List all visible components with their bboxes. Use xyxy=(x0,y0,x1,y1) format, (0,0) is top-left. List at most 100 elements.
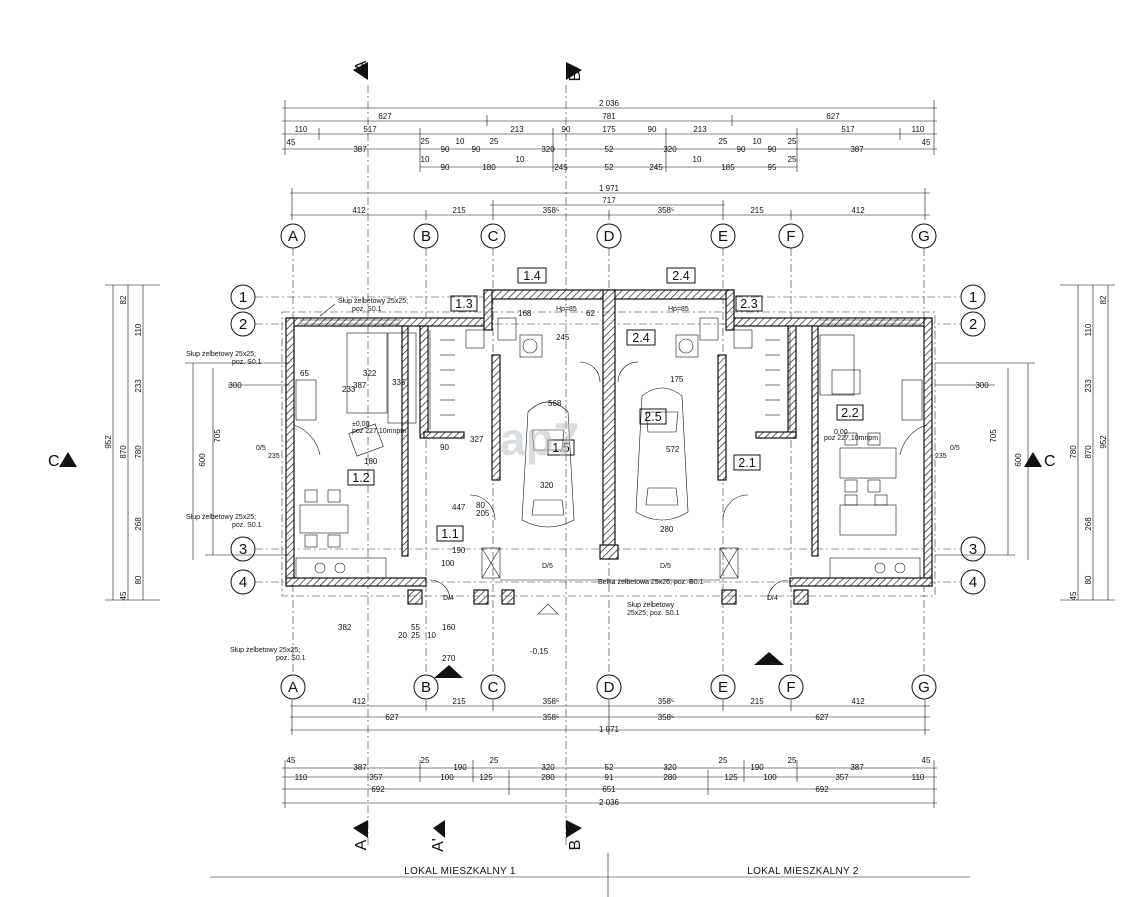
section-a-prime-label: A' xyxy=(430,838,447,852)
grid-col-f-bottom: F xyxy=(786,679,795,696)
right-dim-6: 268 xyxy=(1084,517,1093,531)
grid-row-1-left: 1 xyxy=(239,289,247,306)
left-dim-1: 870 xyxy=(119,445,128,459)
furniture-left xyxy=(295,317,543,579)
dim-top-r4-8: 185 xyxy=(721,163,735,172)
cars xyxy=(521,387,689,528)
furniture-right xyxy=(675,317,923,579)
bottom-r4-7: 125 xyxy=(724,773,738,782)
note-level-minus: -0,15 xyxy=(530,647,549,656)
grid-col-d-top: D xyxy=(604,228,615,245)
misc-dim-27: 10 xyxy=(427,631,436,640)
dim-top-r3-5: 52 xyxy=(605,145,614,154)
note-column-5: Słup żelbetowy xyxy=(627,602,675,609)
misc-dim-1: 322 xyxy=(363,369,377,378)
dim-top-r1-a: 627 xyxy=(378,112,392,121)
grid-col-c-top: C xyxy=(488,228,499,245)
bottom-r4-5: 91 xyxy=(605,773,614,782)
bottom-r4-1: 357 xyxy=(369,773,383,782)
right-dim-5: 233 xyxy=(1084,379,1093,393)
dim-top-r2-11: 10 xyxy=(753,137,762,146)
dim-top-r3-2: 90 xyxy=(441,145,450,154)
room-1-5-label: 1.5 xyxy=(552,441,569,455)
bottom-r3-4: 25 xyxy=(490,756,499,765)
note-column-5b: 25x25; poz. S0.1 xyxy=(627,610,680,617)
misc-dim-8: 327 xyxy=(470,435,484,444)
note-column-2b: poz. S0.1 xyxy=(232,359,262,366)
bottom-r3-9: 190 xyxy=(750,763,764,772)
bottom-r3-6: 52 xyxy=(605,763,614,772)
misc-dim-15: 205 xyxy=(476,509,490,518)
dim-top-r2-14: 110 xyxy=(912,125,925,134)
right-dim-3: 82 xyxy=(1099,295,1108,304)
room-2-4b-label: 2.4 xyxy=(632,331,649,345)
note-floor-2: poz 227,10mnpm xyxy=(824,435,878,442)
room-1-4-label: 1.4 xyxy=(523,269,540,283)
misc-dim-14: 280 xyxy=(660,525,674,534)
bottom-r0-5: 412 xyxy=(851,697,865,706)
note-column-4b: poz. S0.1 xyxy=(276,655,306,662)
dim-top-r2-1: 517 xyxy=(363,125,377,134)
dim-top-r1-b: 781 xyxy=(602,112,616,121)
misc-dim-6: 180 xyxy=(364,457,378,466)
room-1-1-label: 1.1 xyxy=(441,527,458,541)
room-2-1-label: 2.1 xyxy=(738,456,755,470)
bottom-r3-5: 320 xyxy=(541,763,555,772)
bottom-r3-1: 387 xyxy=(353,763,367,772)
dim-top-r3-10: 45 xyxy=(922,138,931,147)
note-level-0: ±0,00 xyxy=(352,421,370,428)
unit-label-right: LOKAL MIESZKALNY 2 xyxy=(747,866,859,877)
left-dim-5: 233 xyxy=(134,379,143,393)
dim-top-r4-1: 90 xyxy=(441,163,450,172)
left-inner-0: 705 xyxy=(213,429,222,443)
building-walls xyxy=(281,289,936,605)
unit-labels: LOKAL MIESZKALNY 1 LOKAL MIESZKALNY 2 xyxy=(210,853,970,897)
grid-row-1-right: 1 xyxy=(969,289,977,306)
bottom-r5-0: 692 xyxy=(371,785,385,794)
dim-top-r5: 1 971 xyxy=(599,184,620,193)
dim-top-r4-9: 95 xyxy=(768,163,777,172)
room-labels: 1.1 1.2 1.3 1.4 1.5 2.1 2.2 2.3 2.4 2.4 … xyxy=(347,267,864,542)
dim-top-r3-6: 320 xyxy=(663,145,677,154)
dim-top-r4-0: 10 xyxy=(421,155,430,164)
dim-top-r2-13: 517 xyxy=(841,125,855,134)
dim-top-r7-0: 412 xyxy=(352,206,366,215)
dim-top-r4-7: 10 xyxy=(693,155,702,164)
bottom-r4-2: 100 xyxy=(440,773,454,782)
left-dim-0: 952 xyxy=(104,435,113,449)
grid-col-g-bottom: G xyxy=(918,679,930,696)
dim-top-r7-5: 412 xyxy=(851,206,865,215)
unit-label-left: LOKAL MIESZKALNY 1 xyxy=(404,866,516,877)
grid-col-f-top: F xyxy=(786,228,795,245)
note-column-1: Słup żelbetowy 25x25; xyxy=(338,298,408,305)
section-b-top-label: B xyxy=(567,71,584,82)
bottom-r0-3: 358⁵ xyxy=(658,697,675,706)
dim-top-r2-8: 90 xyxy=(648,125,657,134)
misc-dim-17: 168 xyxy=(518,309,532,318)
note-column-3: Słup żelbetowy 25x25; xyxy=(186,514,256,521)
note-column-3b: poz. S0.1 xyxy=(232,522,262,529)
note-window-left-b: 235 xyxy=(268,453,280,460)
bottom-r3-0: 45 xyxy=(287,756,296,765)
bottom-r1-2: 358⁵ xyxy=(658,713,675,722)
watermark-logo: ap7 xyxy=(500,413,579,465)
bottom-r3-2: 25 xyxy=(421,756,430,765)
bottom-r0-0: 412 xyxy=(352,697,366,706)
note-column-2: Słup żelbetowy 25x25; xyxy=(186,351,256,358)
note-window-left: 0/5 xyxy=(256,445,266,452)
misc-dim-10: 190 xyxy=(452,546,466,555)
note-column-1b: poz. S0.1 xyxy=(352,306,382,313)
misc-dim-4: 233 xyxy=(342,385,356,394)
section-c-left-label: C xyxy=(48,453,60,470)
right-inner-1: 600 xyxy=(1014,453,1023,467)
bottom-r3-10: 25 xyxy=(788,756,797,765)
dim-top-r2-12: 25 xyxy=(788,137,797,146)
bottom-r2-0: 1 971 xyxy=(599,725,620,734)
note-column-4: Słup żelbetowy 25x25; xyxy=(230,647,300,654)
misc-dim-16: 80 xyxy=(476,501,485,510)
dim-top-r4-2: 180 xyxy=(482,163,496,172)
grid-row-3-right: 3 xyxy=(969,541,977,558)
dim-top-r4-3: 10 xyxy=(516,155,525,164)
left-dim-6: 268 xyxy=(134,517,143,531)
